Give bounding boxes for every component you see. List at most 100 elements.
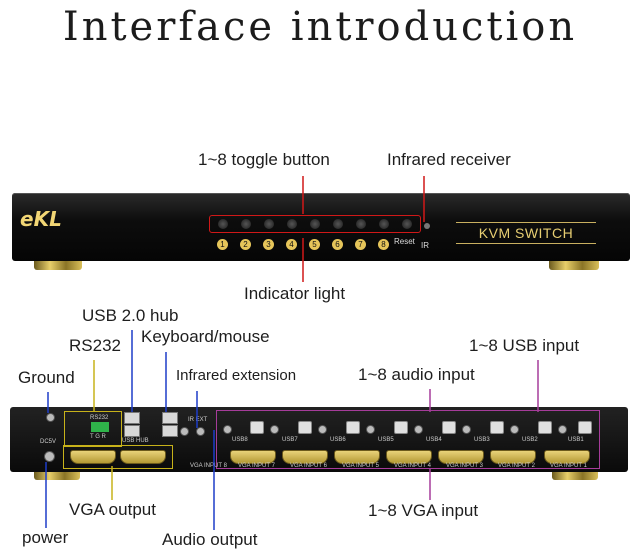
usb-input-port (490, 421, 504, 434)
usb-input-port (346, 421, 360, 434)
vga-input-label: VGA INPUT 6 (290, 463, 327, 469)
vga-input-label: VGA INPUT 1 (550, 463, 587, 469)
reset-button[interactable] (402, 219, 412, 229)
vga-input-label: VGA INPUT 7 (238, 463, 275, 469)
vga-input-label: VGA INPUT 3 (446, 463, 483, 469)
indicator-light: 1 (217, 239, 228, 250)
vga-input-port (334, 450, 380, 464)
brand-logo: eKL (20, 207, 62, 231)
usb-input-port (250, 421, 264, 434)
audio-input-jack-icon (270, 425, 279, 434)
front-foot-left (34, 258, 82, 270)
audio-input-jack-icon (510, 425, 519, 434)
usb-input-port (538, 421, 552, 434)
keyboard-mouse-port (162, 412, 178, 424)
vga-input-port (544, 450, 590, 464)
indicator-lights: 1 2 3 4 5 6 7 8 (209, 237, 419, 253)
model-label: KVM SWITCH (456, 222, 596, 244)
keyboard-mouse-callout: Keyboard/mouse (141, 327, 270, 346)
usb-input-port (394, 421, 408, 434)
indicator-light: 6 (332, 239, 343, 250)
toggle-button[interactable] (218, 219, 228, 229)
indicator-light: 4 (286, 239, 297, 250)
audio-input-jack-icon (318, 425, 327, 434)
indicator-light: 7 (355, 239, 366, 250)
audio-input-jack-icon (414, 425, 423, 434)
toggle-button[interactable] (333, 219, 343, 229)
vga-output-port (70, 450, 116, 464)
indicator-light: 2 (240, 239, 251, 250)
vga-input-port (438, 450, 484, 464)
page-title: Interface introduction (62, 4, 578, 50)
rs232-callout: RS232 (69, 336, 121, 355)
rs232-label: RS232 (90, 415, 109, 421)
vga-input-port (282, 450, 328, 464)
usb-input-label: USB1 (568, 437, 584, 443)
usb-input-callout: 1~8 USB input (469, 336, 580, 355)
usb-hub-port (124, 412, 140, 424)
rear-panel: DC5V RS232 T G R USB HUB IR EXT USB8 VGA… (10, 407, 628, 472)
toggle-button[interactable] (310, 219, 320, 229)
vga-input-callout: 1~8 VGA input (368, 501, 479, 520)
front-foot-right (549, 258, 599, 270)
usb-input-label: USB7 (282, 437, 298, 443)
usb-input-label: USB3 (474, 437, 490, 443)
toggle-button[interactable] (287, 219, 297, 229)
toggle-button[interactable] (356, 219, 366, 229)
toggle-button-group (209, 215, 421, 233)
reset-label: Reset (394, 237, 415, 246)
ground-screw-icon (46, 413, 55, 422)
usb-input-label: USB5 (378, 437, 394, 443)
audio-input-jack-icon (558, 425, 567, 434)
usb-input-label: USB4 (426, 437, 442, 443)
vga-input-label: VGA INPUT 2 (498, 463, 535, 469)
usb-hub-callout: USB 2.0 hub (82, 306, 179, 325)
vga-output-frame (63, 445, 173, 469)
usb-input-port (298, 421, 312, 434)
rs232-usb-hub-frame (64, 411, 122, 447)
indicator-light-callout: Indicator light (244, 284, 346, 303)
audio-input-jack-icon (462, 425, 471, 434)
vga-output-callout: VGA output (69, 500, 156, 519)
vga-input-port (230, 450, 276, 464)
toggle-button[interactable] (264, 219, 274, 229)
usb-input-label: USB2 (522, 437, 538, 443)
toggle-button[interactable] (241, 219, 251, 229)
vga-input-port (490, 450, 536, 464)
usb-input-label: USB8 (232, 437, 248, 443)
keyboard-mouse-port (162, 425, 178, 437)
power-callout: power (22, 528, 69, 547)
audio-output-jack-icon (180, 427, 189, 436)
usb-hub-label: USB HUB (122, 438, 149, 444)
power-jack-icon (44, 451, 55, 462)
usb-hub-port (124, 425, 140, 437)
tgr-label: T G R (90, 434, 106, 440)
audio-input-jack-icon (366, 425, 375, 434)
usb-input-label: USB6 (330, 437, 346, 443)
vga-input-label: VGA INPUT 4 (394, 463, 431, 469)
indicator-light: 3 (263, 239, 274, 250)
vga-input-label: VGA INPUT 5 (342, 463, 379, 469)
infrared-extension-callout: Infrared extension (176, 367, 297, 384)
vga-input-port (386, 450, 432, 464)
infrared-receiver-icon (424, 223, 430, 229)
usb-input-port (442, 421, 456, 434)
audio-output-callout: Audio output (162, 530, 258, 549)
indicator-light: 8 (378, 239, 389, 250)
vga-input-label: VGA INPUT 8 (190, 463, 227, 469)
audio-input-jack-icon (223, 425, 232, 434)
ir-label: IR (421, 241, 429, 250)
usb-input-port (578, 421, 592, 434)
audio-input-callout: 1~8 audio input (358, 365, 475, 384)
vga-output-port (120, 450, 166, 464)
toggle-button-callout: 1~8 toggle button (198, 150, 330, 169)
rs232-terminal-icon (91, 422, 109, 432)
infrared-extension-jack-icon (196, 427, 205, 436)
dc5v-label: DC5V (40, 439, 57, 445)
front-panel: eKL 1 2 3 4 5 6 7 8 Reset IR KVM SWITCH (12, 193, 630, 261)
toggle-button[interactable] (379, 219, 389, 229)
indicator-light: 5 (309, 239, 320, 250)
ground-callout: Ground (18, 368, 75, 387)
input-ports-frame (216, 410, 600, 469)
